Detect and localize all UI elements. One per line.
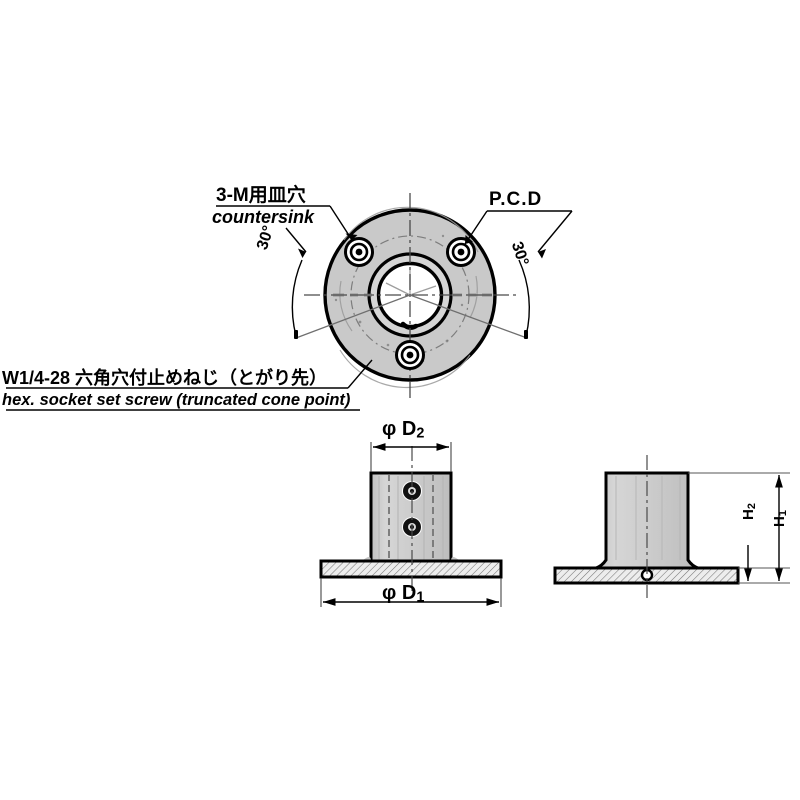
label-pcd: P.C.D <box>489 189 543 210</box>
front-boss-shading <box>378 476 444 560</box>
leader-countersink-branch <box>285 227 307 253</box>
label-countersink-en: countersink <box>212 207 315 227</box>
front-view <box>319 442 503 607</box>
leader-countersink-arrow <box>345 233 358 240</box>
label-dimension-d1: φ D1 <box>382 583 424 606</box>
countersink-hole-bottom <box>395 340 425 370</box>
leader-setscrew <box>6 359 373 411</box>
label-d2-subscript: 2 <box>416 425 425 442</box>
label-d1-subscript: 1 <box>416 589 425 606</box>
bore-notch <box>400 321 419 330</box>
label-h2-subscript: 2 <box>745 503 758 510</box>
side-boss-shading <box>615 476 681 560</box>
plan-view <box>6 193 573 411</box>
surface-arc-marks <box>339 206 479 389</box>
countersink-hole-top-left <box>344 237 374 267</box>
label-h2-main: H <box>740 509 757 520</box>
angle-arc-ticks <box>294 330 528 339</box>
front-hidden-bore-lines <box>388 474 434 561</box>
angle-construction-lines <box>291 259 530 339</box>
leader-pcd-branch <box>537 210 573 253</box>
leader-pcd <box>464 210 572 245</box>
label-setscrew-jp: W1/4-28 六角穴付止めねじ（とがり先） <box>2 368 328 388</box>
label-dimension-d2: φ D2 <box>382 419 424 442</box>
front-flange-plate <box>319 559 503 579</box>
label-d2-main: φ D <box>382 418 417 440</box>
label-d1-main: φ D <box>382 582 417 604</box>
leader-pcd-arrow <box>465 235 473 244</box>
label-countersink-jp: 3-M用皿穴 <box>216 185 306 206</box>
dimension-d2 <box>370 442 452 472</box>
label-h1-main: H <box>771 516 788 527</box>
label-dimension-h2: H2 <box>740 503 758 520</box>
side-view <box>553 455 790 598</box>
leader-countersink-branch-arrow <box>298 248 306 258</box>
label-setscrew-en: hex. socket set screw (truncated cone po… <box>2 391 351 409</box>
leader-pcd-branch-arrow <box>538 249 546 259</box>
label-h1-subscript: 1 <box>776 510 789 517</box>
countersink-hole-top-right <box>446 237 476 267</box>
dimension-d1 <box>320 578 502 607</box>
label-dimension-h1: H1 <box>771 510 789 527</box>
